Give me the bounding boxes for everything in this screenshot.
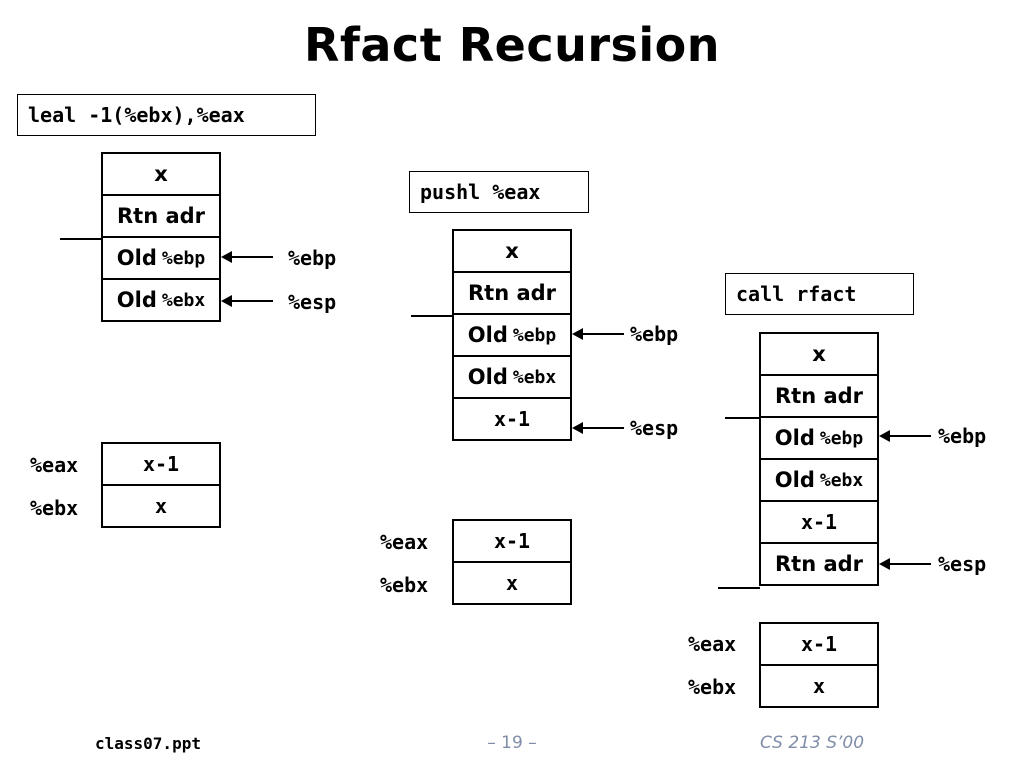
stack-frame: x Rtn adr Old%ebp Old%ebx x-1: [452, 229, 572, 441]
stack-frame: x Rtn adr Old%ebp Old%ebx x-1 Rtn adr: [759, 332, 879, 586]
esp-arrow: [572, 422, 624, 434]
instruction-box: pushl %eax: [409, 171, 589, 213]
register-name-eax: %eax: [688, 632, 737, 656]
frame-boundary-line-new: [718, 587, 760, 589]
page-title: Rfact Recursion: [303, 18, 721, 72]
register-value-eax: x-1: [761, 624, 877, 666]
footer-page-number: – 19 –: [487, 733, 537, 753]
esp-pointer-label: %esp: [938, 552, 987, 576]
footer-course: CS 213 S’00: [760, 733, 865, 753]
register-name-ebx: %ebx: [688, 675, 737, 699]
ebp-arrow: [879, 430, 931, 442]
frame-boundary-line: [411, 315, 453, 317]
stack-cell-rtn-adr: Rtn adr: [761, 376, 877, 418]
stack-cell-rtn-adr: Rtn adr: [103, 196, 219, 238]
instruction-box: call rfact: [725, 273, 914, 315]
stack-cell-x: x: [454, 231, 570, 273]
stack-cell-old-ebp: Old%ebp: [761, 418, 877, 460]
stack-cell-old-ebx: Old%ebx: [116, 288, 206, 312]
register-value-eax: x-1: [103, 444, 219, 486]
ebp-pointer-label: %ebp: [938, 424, 987, 448]
frame-boundary-line: [60, 238, 102, 240]
register-name-ebx: %ebx: [30, 496, 79, 520]
esp-pointer-label: %esp: [630, 416, 679, 440]
ebp-pointer-label: %ebp: [630, 322, 679, 346]
register-value-ebx: x: [505, 571, 519, 595]
register-name-ebx: %ebx: [380, 573, 429, 597]
register-value-ebx: x: [812, 674, 826, 698]
stack-cell-rtn-adr-new: Rtn adr: [774, 552, 864, 576]
register-value-eax: x-1: [454, 521, 570, 563]
esp-pointer-label: %esp: [288, 290, 337, 314]
register-name-eax: %eax: [380, 530, 429, 554]
register-table: x-1 x: [759, 622, 879, 708]
footer-filename: class07.ppt: [95, 734, 201, 753]
frame-boundary-line: [725, 417, 760, 419]
instruction-box: leal -1(%ebx),%eax: [17, 94, 316, 136]
stack-cell-old-ebx: Old%ebx: [454, 357, 570, 399]
stack-cell-old-ebp: Old%ebp: [454, 315, 570, 357]
ebp-pointer-label: %ebp: [288, 246, 337, 270]
register-value-ebx: x: [154, 494, 168, 518]
register-table: x-1 x: [101, 442, 221, 528]
ebp-arrow: [221, 251, 273, 263]
register-name-eax: %eax: [30, 453, 79, 477]
stack-cell-x-minus-1: x-1: [761, 502, 877, 544]
esp-arrow: [221, 295, 273, 307]
stack-cell-x: x: [103, 154, 219, 196]
ebp-arrow: [572, 328, 624, 340]
esp-arrow: [879, 558, 931, 570]
stack-cell-rtn-adr: Rtn adr: [454, 273, 570, 315]
stack-cell-x-minus-1: x-1: [493, 407, 531, 431]
register-table: x-1 x: [452, 519, 572, 605]
stack-frame: x Rtn adr Old%ebp Old%ebx: [101, 152, 221, 322]
stack-cell-old-ebx: Old%ebx: [761, 460, 877, 502]
stack-cell-old-ebp: Old%ebp: [103, 238, 219, 280]
stack-cell-x: x: [761, 334, 877, 376]
